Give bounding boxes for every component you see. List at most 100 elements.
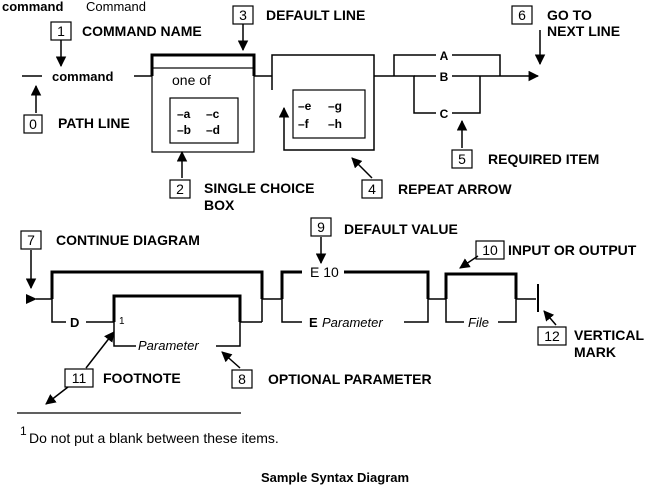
- option-file: File: [468, 315, 489, 330]
- callout-11-arrow-down: [45, 386, 69, 405]
- required-item-b: B: [440, 70, 449, 84]
- file-path-left: [445, 299, 464, 323]
- callout-6: 6 GO TO NEXT LINE: [511, 5, 620, 66]
- repeat-f: –f: [298, 117, 310, 131]
- callout-5-number: 5: [458, 151, 466, 167]
- callout-1-number: 1: [57, 23, 65, 39]
- footnote-reference: 1: [119, 316, 125, 327]
- callout-8: 8 OPTIONAL PARAMETER: [221, 351, 432, 389]
- callout-12-arrow: [543, 310, 557, 326]
- callout-7-number: 7: [27, 232, 35, 248]
- required-item-c: C: [440, 107, 449, 121]
- e-parameter-path-right: [404, 299, 429, 323]
- parameter-path-left: [113, 322, 136, 347]
- continue-diagram-marker: [26, 294, 37, 304]
- callout-11: 11 FOOTNOTE: [45, 331, 181, 405]
- callout-7-label: CONTINUE DIAGRAM: [56, 232, 200, 248]
- callout-6-label-line2: NEXT LINE: [547, 23, 620, 39]
- callout-8-number: 8: [238, 371, 246, 387]
- mask: [436, 68, 452, 84]
- single-choice-box: [169, 97, 239, 144]
- one-of-label: one of: [172, 72, 211, 88]
- callout-1-label: COMMAND NAME: [82, 23, 202, 39]
- default-line-outer: [50, 270, 264, 299]
- choice-c: –c: [206, 107, 220, 121]
- callout-0-label: PATH LINE: [58, 115, 130, 131]
- choice-b: –b: [177, 123, 191, 137]
- callout-9: 9 DEFAULT VALUE: [310, 217, 458, 265]
- repeat-choice-box: [292, 89, 366, 139]
- callout-2: 2 SINGLE CHOICE BOX: [169, 150, 314, 213]
- callout-8-label: OPTIONAL PARAMETER: [268, 371, 432, 387]
- header: command Command: [2, 0, 146, 14]
- callout-2-label-line1: SINGLE CHOICE: [204, 180, 314, 196]
- footnote-text: Do not put a blank between these items.: [29, 430, 279, 446]
- repeat-g: –g: [328, 99, 342, 113]
- callout-3-number: 3: [239, 7, 247, 23]
- required-item-a: A: [440, 49, 449, 63]
- mask: [436, 105, 452, 121]
- callout-5-box: [451, 149, 473, 169]
- required-branch-c: [394, 75, 481, 114]
- callout-2-label-line2: BOX: [204, 197, 235, 213]
- choice-a: –a: [177, 107, 191, 121]
- input-output-default-line: [444, 272, 518, 299]
- figure-caption: Sample Syntax Diagram: [261, 470, 409, 485]
- callout-10-arrow: [459, 255, 479, 269]
- command-name: command: [52, 69, 113, 84]
- diagram-2: D 1 Parameter E 10 E Parameter File: [26, 264, 539, 353]
- callout-2-number: 2: [176, 181, 184, 197]
- callout-6-label-line1: GO TO: [547, 7, 592, 23]
- file-path-right: [498, 299, 517, 323]
- callout-4-label: REPEAT ARROW: [398, 181, 512, 197]
- callout-10-box: [475, 240, 505, 260]
- choice-d: –d: [206, 123, 220, 137]
- callout-5: 5 REQUIRED ITEM: [451, 119, 599, 169]
- callout-3-label: DEFAULT LINE: [266, 7, 365, 23]
- option-e: E: [309, 315, 318, 330]
- callout-9-number: 9: [317, 219, 325, 235]
- callout-12-label-line1: VERTICAL: [574, 327, 644, 343]
- footnote-marker: 1: [20, 424, 27, 438]
- callout-6-number: 6: [518, 7, 526, 23]
- callout-4-number: 4: [368, 181, 376, 197]
- default-line: [150, 53, 256, 76]
- e-parameter-path-left: [281, 299, 302, 323]
- callout-8-box: [231, 369, 253, 389]
- optional-path-d: [51, 299, 66, 323]
- repeat-top: [271, 54, 375, 76]
- choice-outline: [151, 67, 255, 153]
- callout-6-box: [511, 5, 533, 25]
- callout-12-number: 12: [544, 328, 560, 344]
- header-word: Command: [86, 0, 146, 14]
- callout-7: 7 CONTINUE DIAGRAM: [20, 230, 200, 290]
- callout-10: 10 INPUT OR OUTPUT: [459, 240, 637, 269]
- callout-1: 1 COMMAND NAME: [50, 21, 202, 68]
- callout-9-box: [310, 217, 332, 237]
- option-e-parameter: Parameter: [322, 315, 383, 330]
- callout-11-label: FOOTNOTE: [103, 370, 181, 386]
- default-value-text: E 10: [310, 264, 339, 280]
- callout-4-arrow: [351, 157, 373, 179]
- default-line-inner: [112, 294, 242, 322]
- callout-8-arrow: [221, 351, 241, 369]
- callout-0-box: [23, 114, 43, 134]
- diagram-1: command one of –a –c –b –d –e –g –f –h A…: [22, 47, 540, 153]
- footnote: 1 Do not put a blank between these items…: [17, 412, 279, 446]
- option-d: D: [70, 315, 79, 330]
- callout-11-arrow-up: [85, 331, 115, 369]
- callout-12: 12 VERTICAL MARK: [537, 310, 644, 360]
- callout-2-box: [169, 179, 191, 199]
- callout-5-label: REQUIRED ITEM: [488, 151, 599, 167]
- repeat-e: –e: [298, 99, 312, 113]
- callout-11-box: [64, 368, 94, 388]
- callout-3: 3 DEFAULT LINE: [232, 5, 365, 52]
- callout-0-number: 0: [29, 116, 37, 132]
- repeat-h: –h: [328, 117, 342, 131]
- parameter-path-right: [216, 322, 241, 347]
- repeat-arrow: [278, 76, 375, 151]
- callout-10-label: INPUT OR OUTPUT: [508, 242, 637, 258]
- default-value-line-right: [344, 270, 430, 299]
